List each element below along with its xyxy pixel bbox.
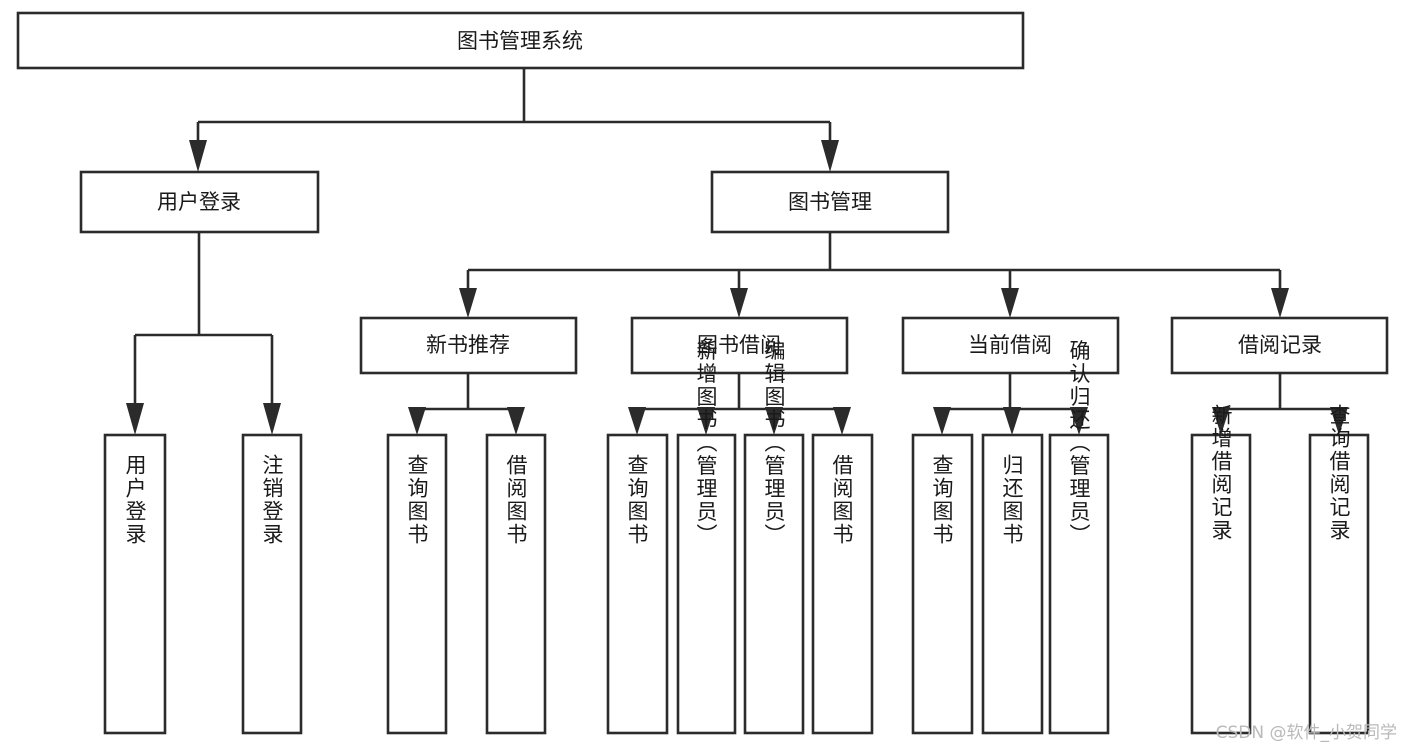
- arrow-head-current-borrow-leaf1: [933, 407, 951, 435]
- node-user-login-box[interactable]: [79, 170, 320, 234]
- arrow-head-book-borrow-leaf4: [833, 407, 851, 435]
- leaf-new-book-query[interactable]: 查询图书: [386, 433, 448, 735]
- leaf-user-login-signout[interactable]: 注销登录: [241, 433, 303, 735]
- leaf-new-book-query-box[interactable]: [386, 433, 448, 735]
- leaf-new-book-borrow-box[interactable]: [485, 433, 547, 735]
- node-current-borrow-label: 当前借阅: [968, 333, 1052, 357]
- arrow-head-new-book-rec-leaf2: [507, 407, 525, 435]
- leaf-borrow-edit-book[interactable]: 编辑图书（管理员）: [743, 340, 805, 735]
- node-new-book-recommend[interactable]: 新书推荐: [359, 316, 578, 375]
- node-borrow-record-label: 借阅记录: [1238, 333, 1322, 357]
- node-book-borrow-label: 图书借阅: [697, 333, 781, 357]
- leaf-record-query[interactable]: 查询借阅记录: [1308, 404, 1370, 735]
- arrow-head-book-borrow-leaf1: [628, 407, 646, 435]
- node-new-book-recommend-label: 新书推荐: [426, 333, 510, 357]
- leaf-borrow-add-book[interactable]: 新增图书（管理员）: [676, 340, 737, 735]
- leaf-current-query-book-label: 查询图书: [930, 454, 954, 546]
- arrow-head-current-borrow-leaf2: [1003, 407, 1021, 435]
- node-book-borrow[interactable]: 图书借阅: [630, 316, 849, 375]
- node-current-borrow-box[interactable]: [901, 316, 1120, 375]
- leaf-record-add-label: 新增借阅记录: [1209, 404, 1233, 542]
- leaf-current-return-book[interactable]: 归还图书: [981, 433, 1044, 735]
- node-book-management-label: 图书管理: [788, 190, 872, 214]
- leaf-new-book-query-label: 查询图书: [405, 454, 429, 546]
- leaf-user-login-signin[interactable]: 用户登录: [103, 433, 167, 735]
- node-current-borrow[interactable]: 当前借阅: [901, 316, 1120, 375]
- leaf-current-query-book[interactable]: 查询图书: [911, 433, 974, 735]
- arrow-head-borrow-record-leaf1: [1212, 407, 1230, 435]
- leaf-borrow-edit-book-box[interactable]: [743, 433, 805, 735]
- leaf-borrow-lend-book-label: 借阅图书: [830, 454, 854, 546]
- leaf-current-return-book-label: 归还图书: [1000, 454, 1024, 546]
- node-new-book-recommend-box[interactable]: [359, 316, 578, 375]
- node-book-management[interactable]: 图书管理: [710, 170, 950, 234]
- leaf-record-add-box[interactable]: [1190, 433, 1252, 735]
- arrow-head-current-borrow: [1001, 288, 1019, 318]
- arrow-head-borrow-record: [1271, 288, 1289, 318]
- leaf-borrow-add-book-box[interactable]: [676, 433, 737, 735]
- leaf-borrow-add-book-label: 新增图书（管理员）: [694, 340, 718, 547]
- node-borrow-record-box[interactable]: [1170, 316, 1389, 375]
- leaf-user-login-signin-box[interactable]: [103, 433, 167, 735]
- leaf-user-login-signin-label: 用户登录: [123, 454, 147, 546]
- leaf-current-confirm-return-label: 确认归还（管理员）: [1067, 340, 1091, 547]
- arrow-head-book-borrow-leaf2: [697, 407, 715, 435]
- leaf-borrow-query-book[interactable]: 查询图书: [606, 433, 669, 735]
- leaf-current-confirm-return-box[interactable]: [1048, 433, 1110, 735]
- leaf-current-confirm-return[interactable]: 确认归还（管理员）: [1048, 340, 1110, 735]
- arrow-head-new-book-rec: [459, 288, 477, 318]
- leaf-current-query-book-box[interactable]: [911, 433, 974, 735]
- node-book-management-box[interactable]: [710, 170, 950, 234]
- leaf-record-query-box[interactable]: [1308, 433, 1370, 735]
- leaf-borrow-lend-book[interactable]: 借阅图书: [811, 433, 874, 735]
- arrow-head-user-login-leaf1: [126, 403, 144, 435]
- leaf-borrow-query-book-label: 查询图书: [625, 454, 649, 546]
- leaf-new-book-borrow[interactable]: 借阅图书: [485, 433, 547, 735]
- node-book-borrow-box[interactable]: [630, 316, 849, 375]
- leaf-user-login-signout-label: 注销登录: [260, 454, 284, 546]
- arrow-head-user-login-leaf2: [263, 403, 281, 435]
- leaf-borrow-edit-book-label: 编辑图书（管理员）: [762, 340, 786, 547]
- arrow-head-book-mgmt: [821, 140, 839, 172]
- csdn-watermark: CSDN @软件_小贺同学: [1215, 723, 1397, 743]
- leaf-current-return-book-box[interactable]: [981, 433, 1044, 735]
- node-root-system[interactable]: 图书管理系统: [16, 11, 1025, 70]
- node-root-system-box[interactable]: [16, 11, 1025, 70]
- arrow-head-borrow-record-leaf2: [1330, 407, 1348, 435]
- node-user-login[interactable]: 用户登录: [79, 170, 320, 234]
- leaf-borrow-lend-book-box[interactable]: [811, 433, 874, 735]
- connector-layer: [126, 68, 1348, 435]
- node-borrow-record[interactable]: 借阅记录: [1170, 316, 1389, 375]
- node-root-system-label: 图书管理系统: [457, 29, 583, 53]
- arrow-head-user-login: [189, 140, 207, 172]
- arrow-head-current-borrow-leaf3: [1070, 407, 1088, 435]
- leaf-new-book-borrow-label: 借阅图书: [504, 454, 528, 546]
- arrow-head-book-borrow-leaf3: [765, 407, 783, 435]
- leaf-record-query-label: 查询借阅记录: [1327, 404, 1351, 542]
- leaf-borrow-query-book-box[interactable]: [606, 433, 669, 735]
- arrow-head-book-borrow: [730, 288, 748, 318]
- node-user-login-label: 用户登录: [157, 190, 241, 214]
- leaf-user-login-signout-box[interactable]: [241, 433, 303, 735]
- arrow-head-new-book-rec-leaf1: [408, 407, 426, 435]
- leaf-record-add[interactable]: 新增借阅记录: [1190, 404, 1252, 735]
